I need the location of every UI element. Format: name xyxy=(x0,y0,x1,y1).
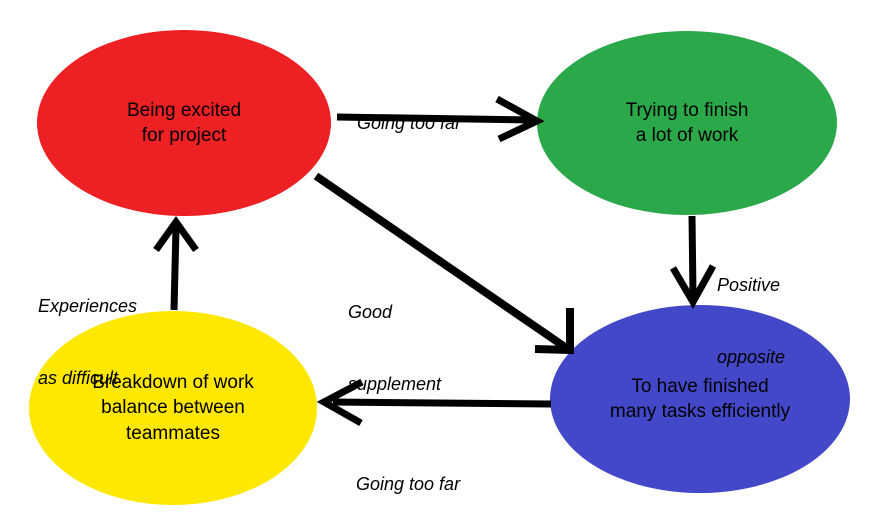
edge-excited-to-trying xyxy=(336,95,545,143)
edge-label-line: opposite xyxy=(717,347,786,368)
edge-label-line: Good xyxy=(348,301,393,322)
node-finished[interactable] xyxy=(550,305,850,493)
edge-trying-to-finished xyxy=(669,215,717,310)
node-trying[interactable] xyxy=(537,31,837,215)
edge-breakdown-to-excited xyxy=(153,215,199,311)
edge-label-line: supplement xyxy=(348,374,442,395)
edge-label-line: Going too far xyxy=(357,112,462,133)
edge-label-line: Going too far xyxy=(356,473,461,494)
edge-label-line: as difficult xyxy=(38,368,119,389)
edge-label-experiences-as-difficult: Experiences as difficult xyxy=(38,245,137,439)
edge-label-line: Positive xyxy=(717,274,781,295)
edge-label-going-too-far-top: Going too far xyxy=(357,62,461,183)
node-breakdown[interactable] xyxy=(29,311,317,505)
edge-label-going-too-far-bottom: Going too far xyxy=(356,423,460,525)
edge-label-line: Experiences xyxy=(38,295,138,316)
edge-label-good-supplement: Good supplement xyxy=(348,251,441,445)
node-excited[interactable] xyxy=(37,30,331,216)
edge-finished-to-breakdown xyxy=(316,378,552,427)
edge-excited-to-finished xyxy=(313,172,574,355)
edge-label-positive-opposite: Positive opposite xyxy=(717,224,785,418)
